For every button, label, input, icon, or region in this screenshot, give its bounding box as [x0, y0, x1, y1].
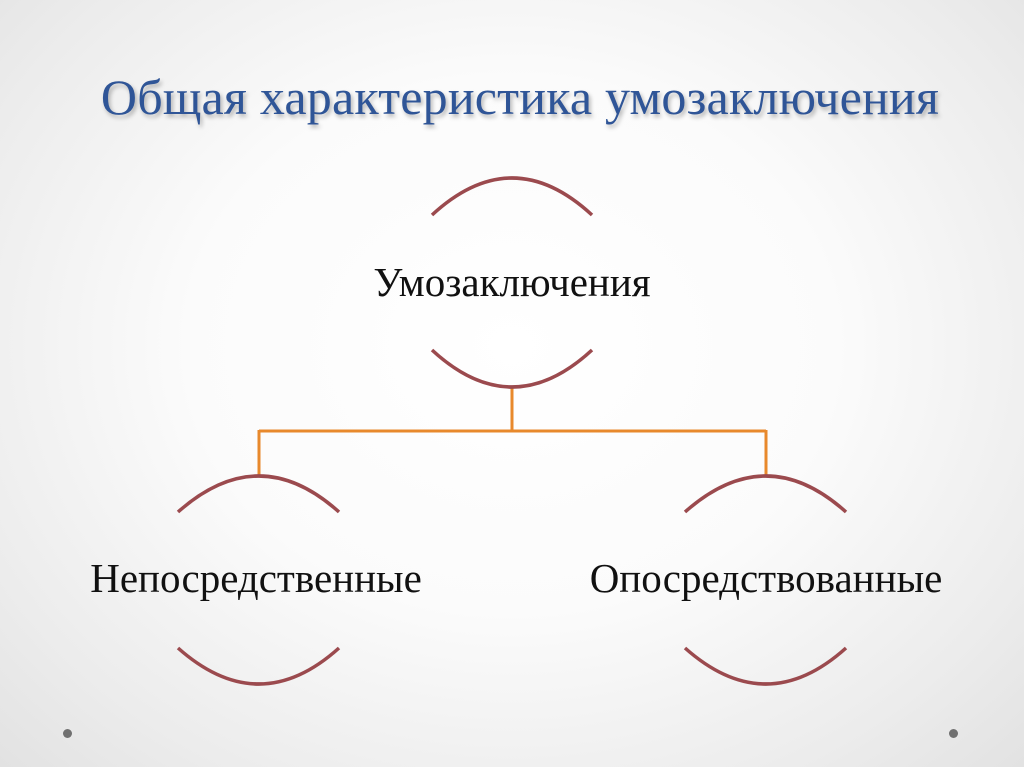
root-node-label: Умозаключения — [373, 259, 651, 305]
right-node-arcs — [683, 474, 848, 686]
slide-title: Общая характеристика умозаключения — [100, 69, 940, 125]
connector-lines — [257, 387, 768, 476]
left-node-arcs — [176, 474, 341, 686]
root-node-arcs — [430, 176, 594, 389]
left-decorative-dot — [63, 729, 72, 738]
child-node-label-immediate: Непосредственные — [90, 555, 422, 601]
child-node-label-mediated: Опосредствованные — [589, 555, 943, 601]
right-decorative-dot — [949, 729, 958, 738]
